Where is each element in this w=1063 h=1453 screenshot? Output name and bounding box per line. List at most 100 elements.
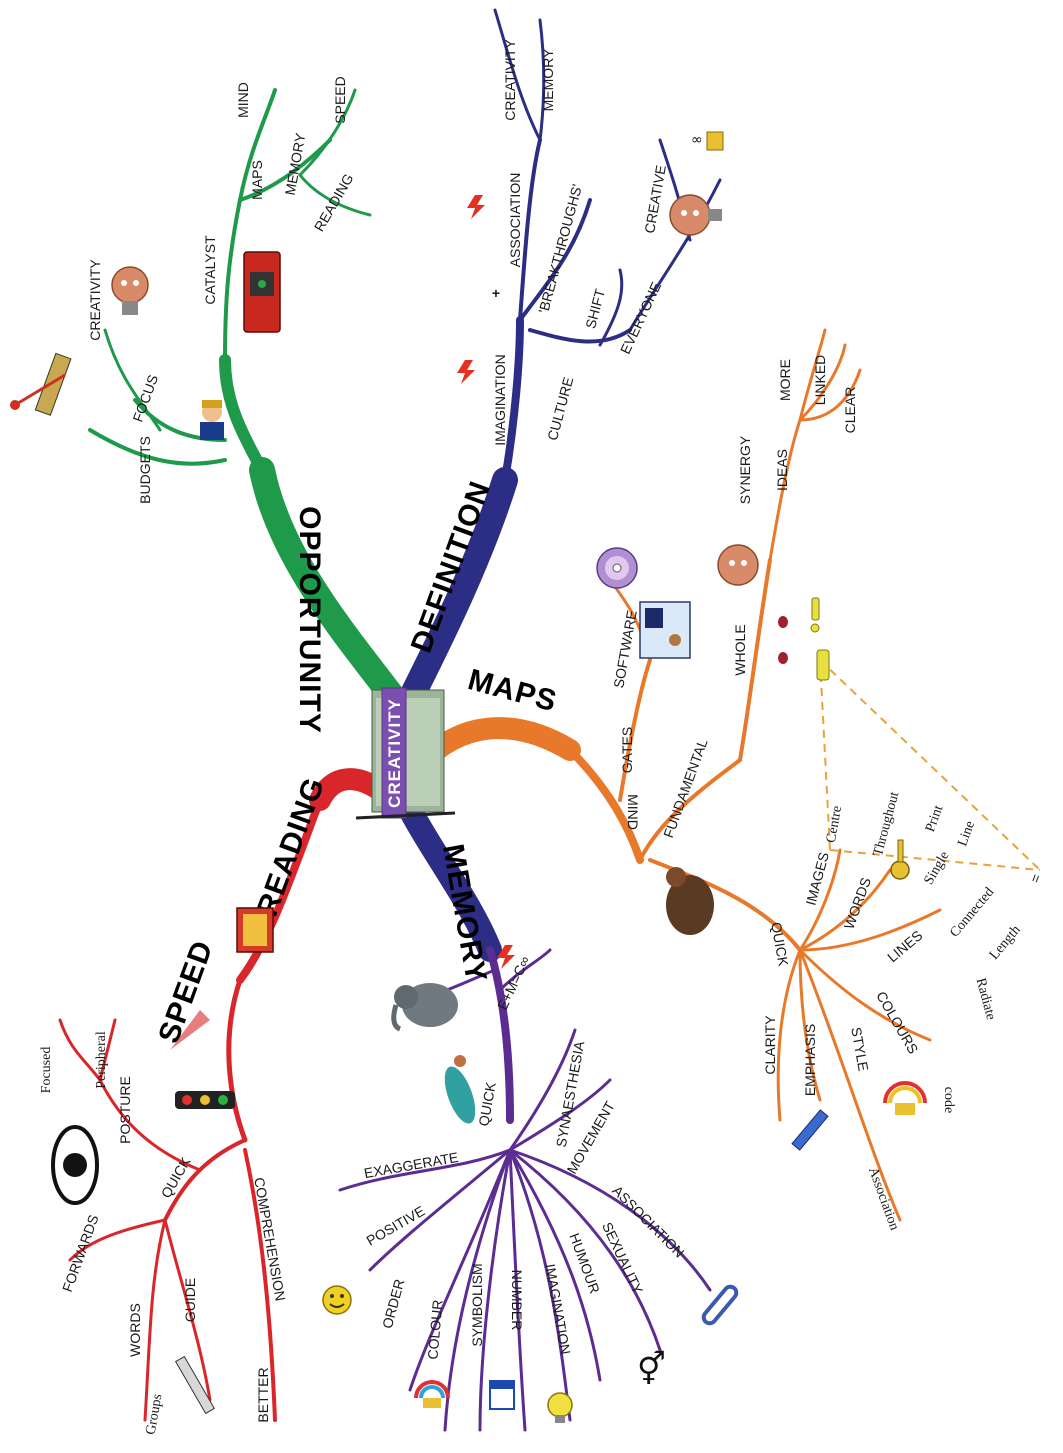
svg-text:∞: ∞ (691, 132, 703, 148)
line-culture (530, 330, 630, 342)
label-exaggerate: EXAGGERATE (363, 1149, 460, 1181)
paperclip-icon (701, 1284, 738, 1325)
label-emphasis: EMPHASIS (802, 1024, 818, 1096)
calendar-icon (490, 1381, 514, 1409)
label-opportunity: OPPORTUNITY (293, 506, 326, 734)
line-association (520, 140, 540, 320)
line-clarity (778, 950, 800, 1120)
brain-character-icon-3 (718, 545, 758, 585)
label-reading: READING (251, 773, 332, 921)
label-print: Print (923, 803, 946, 834)
label-sexuality: SEXUALITY (599, 1220, 646, 1297)
elephant-icon (394, 983, 458, 1029)
line-association-mem (510, 1150, 710, 1290)
label-budgets: BUDGETS (137, 436, 153, 504)
label-creativity-def: CREATIVITY (502, 39, 518, 121)
label-posture: POSTURE (117, 1076, 133, 1144)
label-number: NUMBER (509, 1270, 525, 1331)
label-synaesthesia: SYNAESTHESIA (553, 1039, 588, 1148)
branch-definition: DEFINITION IMAGINATION + ASSOCIATION CRE… (405, 10, 720, 700)
label-colour: COLOUR (424, 1299, 445, 1360)
label-order: ORDER (379, 1277, 408, 1330)
label-linked: LINKED (812, 355, 828, 406)
svg-text:⚥: ⚥ (637, 1350, 666, 1388)
line-catalyst (225, 200, 240, 360)
label-line: Line (955, 819, 978, 848)
line-speed-red (229, 980, 245, 1140)
label-reading-green: READING (311, 171, 357, 234)
branch-memory: MEMORY E+M=C∞ QUICK EXAGGERATE POSITIVE … (340, 800, 710, 1430)
lightning-icon-2 (467, 195, 485, 219)
monkey-icon (666, 867, 714, 935)
presentation-board-icon (640, 602, 690, 658)
label-more: MORE (777, 359, 793, 401)
label-equals: = (1026, 872, 1044, 885)
lightning-icon (457, 360, 475, 384)
key-icon (891, 840, 909, 879)
label-style: STYLE (848, 1026, 871, 1072)
label-memory-def: MEMORY (540, 48, 556, 111)
label-length: Length (987, 923, 1024, 963)
businessman-icon (200, 400, 224, 440)
eyes-icon (778, 616, 788, 664)
line-words-red (145, 1220, 165, 1420)
label-plus: + (492, 285, 500, 301)
brain-character-icon-2 (670, 195, 722, 235)
label-culture: CULTURE (544, 375, 576, 442)
label-maps: MAPS (249, 160, 265, 200)
label-gates: GATES (619, 727, 635, 773)
branch-maps-trunk (430, 728, 570, 755)
label-radiate: Radiate (973, 976, 999, 1021)
label-association-maps: Association (865, 1165, 902, 1232)
label-clear: CLEAR (842, 387, 858, 434)
smiley-icon (323, 1286, 351, 1314)
label-peripheral: Peripheral (94, 1031, 109, 1089)
label-maps: MAPS (464, 663, 560, 718)
runner-icon (438, 1055, 481, 1127)
exclamation-icon (811, 598, 829, 680)
label-association-def: ASSOCIATION (507, 173, 523, 268)
dashed-connectors (820, 660, 1040, 870)
label-speed-green: SPEED (332, 76, 348, 123)
label-creative: CREATIVE (641, 164, 669, 235)
cd-disc-icon (597, 548, 637, 588)
label-synergy: SYNERGY (737, 435, 753, 504)
label-guide: GUIDE (182, 1278, 198, 1322)
label-whole: WHOLE (732, 624, 748, 675)
branch-opportunity: OPPORTUNITY BUDGETS FOCUS CREATIVITY CAT… (87, 76, 395, 734)
label-shift: SHIFT (582, 287, 608, 331)
label-imagination-def: IMAGINATION (492, 354, 508, 446)
label-words-maps: WORDS (841, 875, 874, 931)
rainbow-pot-icon-2 (416, 1382, 448, 1408)
label-center: CREATIVITY (385, 698, 404, 808)
label-mind-maps: MIND (625, 794, 641, 830)
label-software: SOFTWARE (610, 609, 639, 689)
center-node: CREATIVITY (356, 688, 455, 818)
book-icon (237, 908, 273, 952)
branch-opportunity-stem (225, 360, 262, 470)
label-better: BETTER (255, 1367, 271, 1422)
label-comprehension: COMPREHENSION (251, 1176, 289, 1302)
brain-character-icon (112, 267, 148, 315)
label-quick-mem: QUICK (475, 1080, 499, 1127)
label-catalyst: CATALYST (202, 235, 218, 305)
label-forwards: FORWARDS (59, 1213, 102, 1294)
branch-maps: MAPS MIND GATES SOFTWARE FUNDAMENTAL WHO… (430, 330, 1044, 1232)
label-everyone: EVERYONE (617, 279, 664, 356)
toolbox-icon (244, 252, 280, 332)
label-breakthroughs: 'BREAKTHROUGHS' (535, 182, 585, 315)
label-imagination-mem: IMAGINATION (542, 1263, 574, 1356)
label-symbolism: SYMBOLISM (469, 1263, 485, 1346)
eye-icon (53, 1127, 97, 1203)
pen-icon (792, 1110, 828, 1150)
rainbow-pot-icon (885, 1083, 925, 1115)
label-ideas: IDEAS (774, 449, 790, 491)
label-humour: HUMOUR (566, 1231, 603, 1296)
label-quick-red: QUICK (158, 1154, 194, 1201)
label-creativity: CREATIVITY (87, 259, 103, 341)
label-centre: Centre (824, 805, 845, 844)
label-single: Single (922, 849, 953, 887)
traffic-light-icon (175, 1091, 235, 1109)
